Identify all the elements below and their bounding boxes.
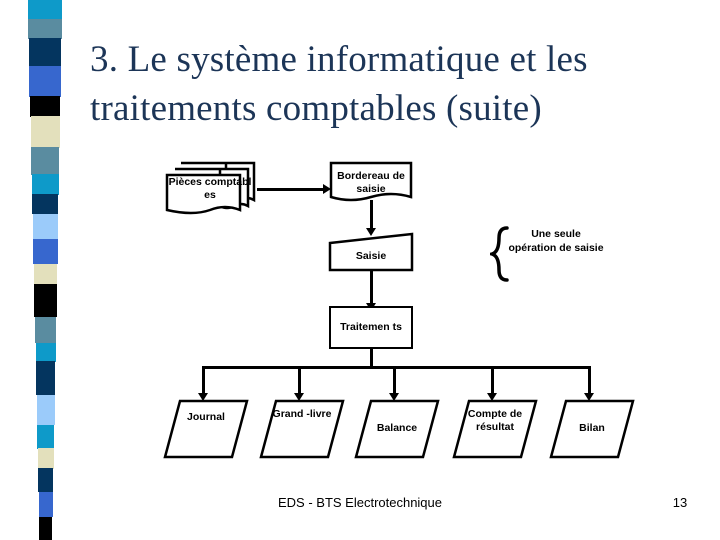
stripe-band: [34, 284, 57, 318]
stripe-band: [32, 213, 59, 240]
output-compte-de-resultat[interactable]: Compte de résultat: [451, 398, 539, 460]
stripe-band: [33, 238, 58, 265]
node-bordereau-de-saisie[interactable]: Bordereau de saisie: [328, 160, 414, 206]
node-traitements-label: Traitemen ts: [340, 321, 402, 334]
stripe-band: [28, 0, 62, 20]
connector-bus-to-grand-livre: [298, 366, 301, 395]
output-bilan-label: Bilan: [579, 422, 605, 434]
output-balance[interactable]: Balance: [353, 398, 441, 460]
stripe-band: [39, 516, 53, 540]
annotation-une-seule-operation-de-saisie: Une seule opération de saisie: [508, 228, 604, 254]
stripe-band: [38, 491, 53, 518]
page-title-line-1: 3. Le système informatique et les: [90, 39, 588, 80]
stripe-band: [29, 66, 61, 97]
arrow-down-icon: [584, 393, 594, 401]
parallelogram-icon: [452, 399, 538, 459]
connector-traitements-stem: [370, 349, 373, 367]
parallelogram-icon: [549, 399, 635, 459]
stripe-band: [30, 95, 61, 117]
output-bilan[interactable]: Bilan: [548, 398, 636, 460]
stripe-band: [30, 116, 60, 149]
stripe-band: [35, 342, 56, 362]
parallelogram-icon: [259, 399, 345, 459]
connector-bordereau-to-saisie: [370, 200, 373, 230]
arrow-right-icon: [323, 184, 331, 194]
connector-output-bus: [202, 366, 590, 369]
stripe-band: [31, 174, 59, 195]
output-grand-livre-label: Grand -livre: [272, 408, 332, 420]
arrow-down-icon: [366, 228, 376, 236]
stripe-band: [38, 468, 54, 493]
stripe-band: [28, 18, 62, 39]
output-grand-livre[interactable]: Grand -livre: [258, 398, 346, 460]
stripe-band: [28, 38, 62, 67]
node-bordereau-de-saisie-label: Bordereau de saisie: [337, 169, 405, 195]
connector-bus-to-bilan: [588, 366, 591, 395]
arrow-down-icon: [389, 393, 399, 401]
stripe-band: [31, 147, 60, 175]
stripe-band: [33, 263, 58, 285]
node-saisie[interactable]: Saisie: [327, 231, 415, 273]
connector-bus-to-journal: [202, 366, 205, 395]
node-pieces-comptables[interactable]: Pièces comptabl es: [163, 160, 257, 218]
parallelogram-icon: [354, 399, 440, 459]
brace-icon: [485, 226, 512, 282]
node-traitements[interactable]: Traitemen ts: [329, 306, 413, 349]
page-number: 13: [672, 495, 688, 510]
output-journal-label: Journal: [187, 411, 225, 423]
connector-pieces-to-bordereau: [257, 188, 325, 191]
node-saisie-label: Saisie: [355, 250, 387, 263]
stacked-document-icon: [165, 161, 256, 215]
stripe-band: [36, 394, 55, 426]
node-pieces-comptables-label: Pièces comptabl es: [168, 175, 252, 201]
arrow-down-icon: [487, 393, 497, 401]
connector-bus-to-balance: [393, 366, 396, 395]
connector-saisie-to-traitements: [370, 270, 373, 305]
output-balance-label: Balance: [376, 422, 418, 434]
skewed-rectangle-icon: [328, 232, 414, 272]
page-title-line-2: traitements comptables (suite): [90, 87, 542, 129]
output-compte-de-resultat-label: Compte de résultat: [467, 408, 523, 433]
stripe-band: [36, 361, 56, 396]
page-title: 3. Le système informatique et les traite…: [90, 36, 670, 134]
stripe-band: [37, 447, 54, 469]
decorative-color-stripe: [0, 0, 70, 540]
document-icon: [329, 161, 413, 202]
parallelogram-icon: [163, 399, 249, 459]
stripe-band: [35, 316, 57, 344]
footer-text: EDS - BTS Electrotechnique: [277, 495, 443, 510]
stripe-band: [37, 424, 55, 449]
arrow-down-icon: [294, 393, 304, 401]
connector-bus-to-compte-de-resultat: [491, 366, 494, 395]
output-journal[interactable]: Journal: [162, 398, 250, 460]
arrow-down-icon: [198, 393, 208, 401]
stripe-band: [32, 194, 59, 215]
